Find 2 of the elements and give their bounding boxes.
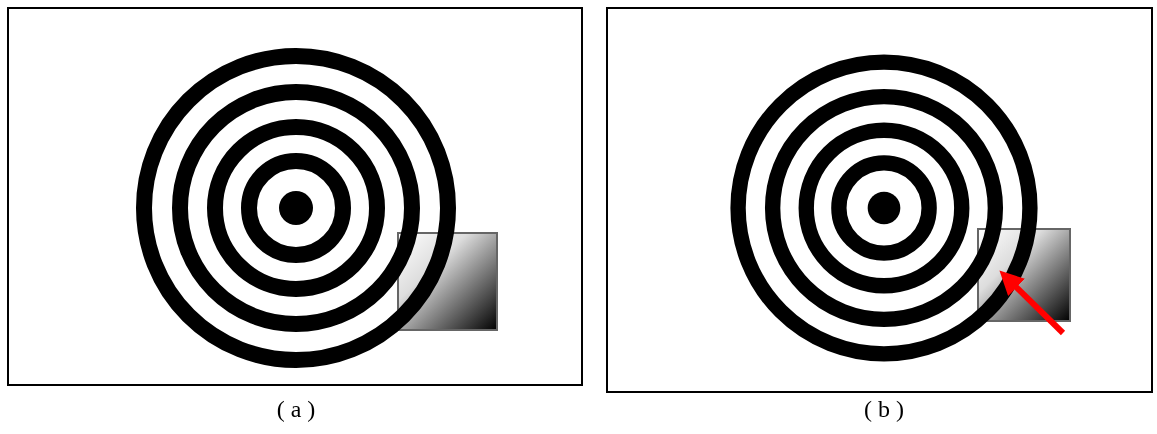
panel-caption: ( b ) [863,396,905,423]
panel-caption: ( a ) [275,396,317,423]
